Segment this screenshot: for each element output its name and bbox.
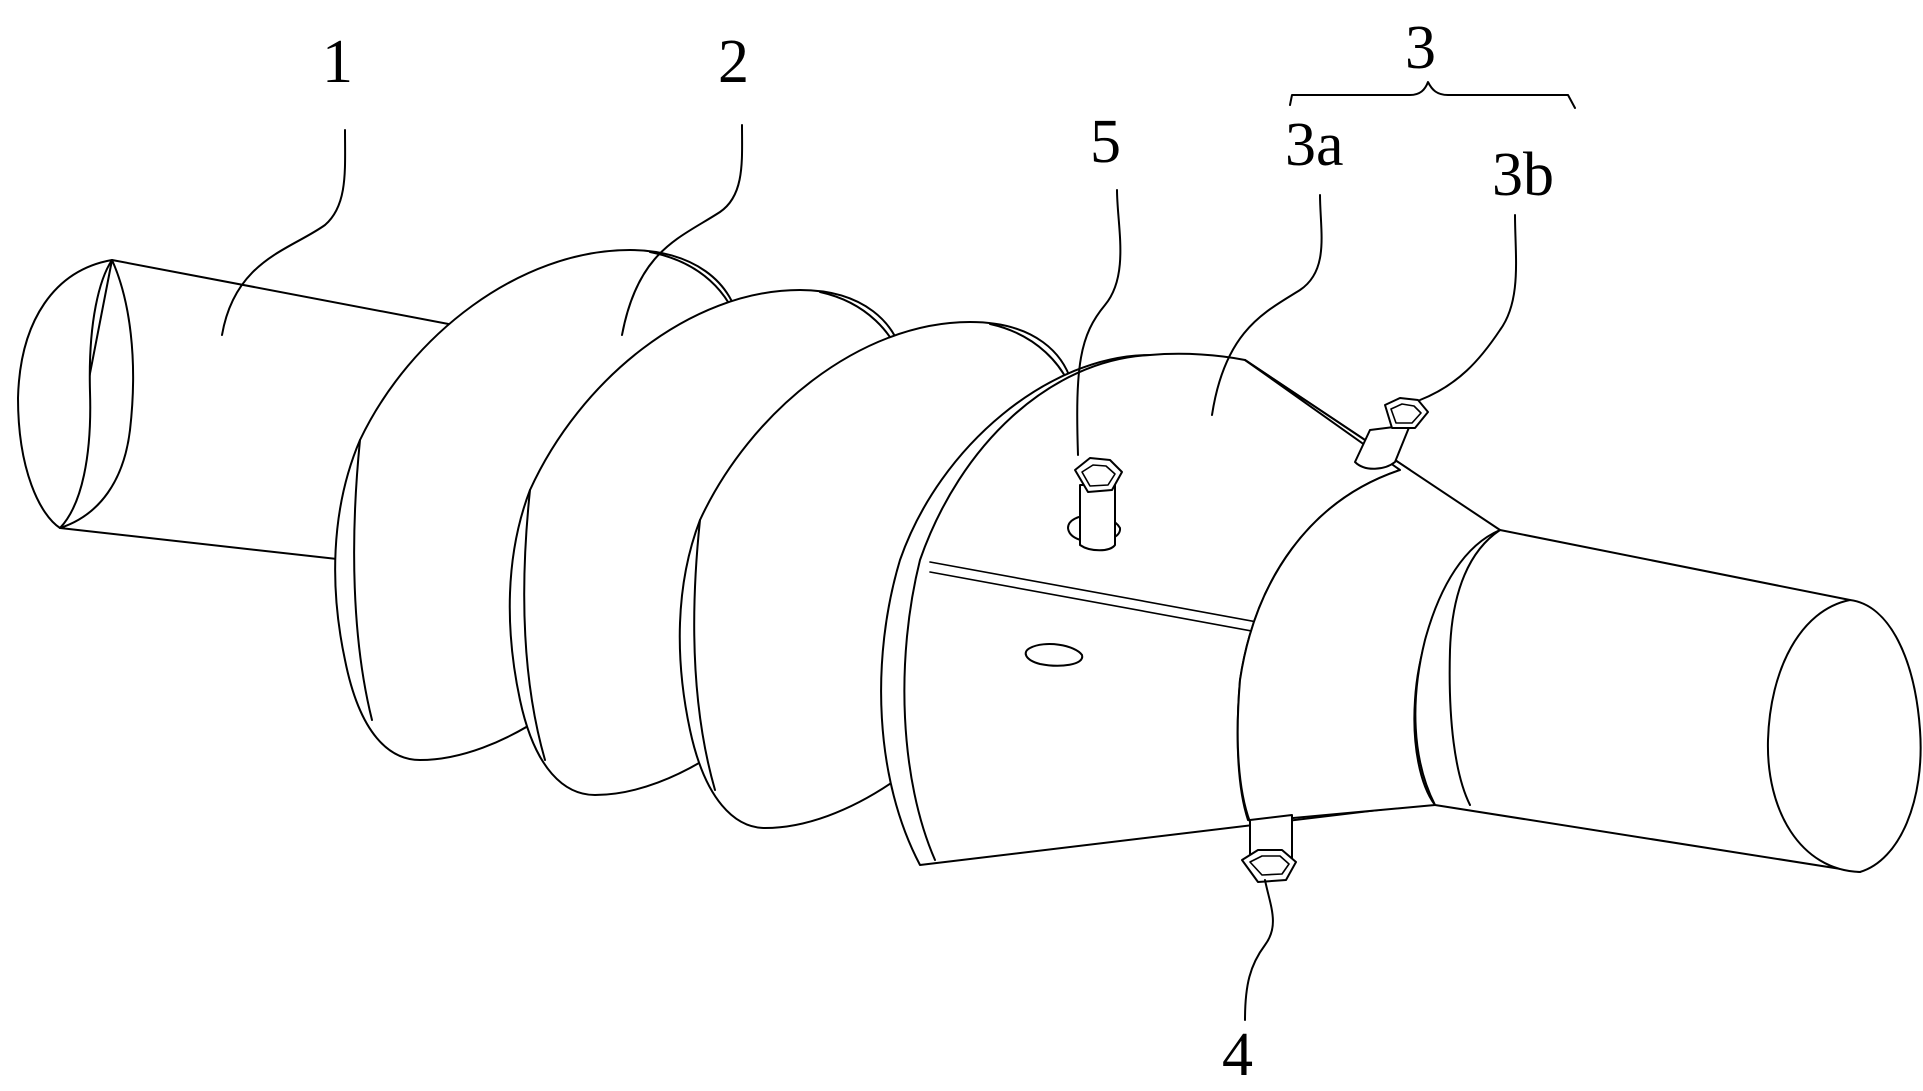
leader-lines bbox=[221, 81, 1576, 1021]
label-3: 3 bbox=[1405, 14, 1436, 82]
leader-3b bbox=[1419, 214, 1518, 401]
label-2: 2 bbox=[718, 28, 749, 96]
leader-5 bbox=[1076, 189, 1122, 456]
label-3b: 3b bbox=[1492, 141, 1554, 209]
leader-4 bbox=[1244, 879, 1274, 1021]
leader-2 bbox=[621, 124, 744, 336]
label-1: 1 bbox=[322, 28, 353, 96]
label-5: 5 bbox=[1090, 108, 1121, 176]
leader-3a bbox=[1211, 194, 1323, 416]
nozzle-top bbox=[1067, 457, 1123, 552]
label-3a: 3a bbox=[1285, 111, 1344, 179]
right-shaft bbox=[1414, 529, 1922, 873]
nozzle-ridge bbox=[1354, 397, 1429, 470]
leader-1 bbox=[221, 129, 347, 336]
label-4: 4 bbox=[1222, 1021, 1253, 1089]
nozzle-bottom bbox=[1241, 814, 1297, 883]
brace-3 bbox=[1289, 81, 1576, 109]
